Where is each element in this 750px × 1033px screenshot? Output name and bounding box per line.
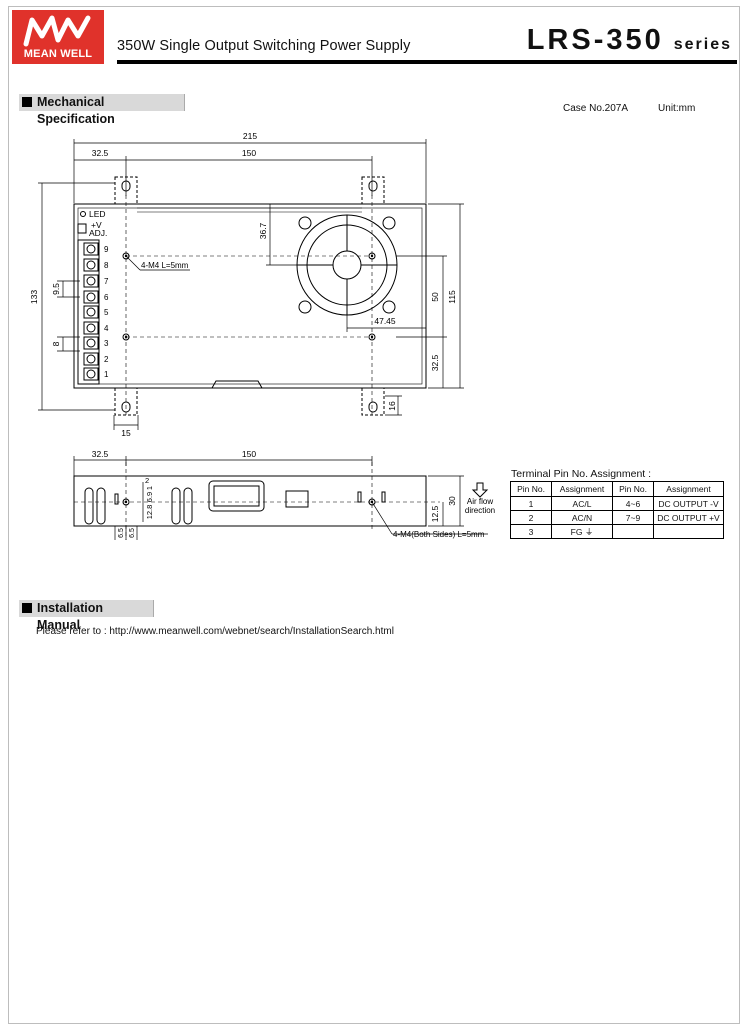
table-cell: 2 xyxy=(510,510,552,525)
case-info: Case No.207A Unit:mm xyxy=(563,103,725,114)
table-cell: AC/L xyxy=(551,496,613,511)
side-dim-vent-f: 6.5 xyxy=(129,528,136,538)
table-cell: AC/N xyxy=(551,510,613,525)
terminal-5: 5 xyxy=(104,308,109,317)
top-view-screw-holes xyxy=(122,252,376,341)
pin-table-title: Terminal Pin No. Assignment : xyxy=(511,468,652,480)
dim-body-height: 115 xyxy=(447,290,457,304)
top-view-dimensions xyxy=(38,139,464,430)
terminal-7: 7 xyxy=(104,277,109,286)
side-dim-hole-spacing: 150 xyxy=(242,449,256,459)
drawing-labels: 215 32.5 150 133 115 36.7 50 32.5 47.45 … xyxy=(29,131,495,539)
table-row: 2 AC/N 7~9 DC OUTPUT +V xyxy=(510,510,724,525)
logo-mw-mark xyxy=(23,15,91,47)
table-cell xyxy=(653,524,724,539)
terminal-4: 4 xyxy=(104,324,109,333)
pin-assignment-table: Pin No. Assignment Pin No. Assignment 1 … xyxy=(510,481,724,539)
side-view-outline xyxy=(73,475,427,527)
table-cell: DC OUTPUT +V xyxy=(653,510,724,525)
side-view-dimensions xyxy=(73,456,488,540)
terminal-9: 9 xyxy=(104,245,109,254)
adj-plus-label: +V xyxy=(91,220,102,230)
table-cell: FG ⏚ xyxy=(551,524,613,539)
top-view-centerlines xyxy=(125,195,373,415)
model-title: LRS-350 series xyxy=(527,24,732,57)
side-dim-height: 30 xyxy=(447,496,457,506)
table-cell: 3 xyxy=(510,524,552,539)
logo-text: MEAN WELL xyxy=(23,48,93,60)
side-dim-left-offset: 32.5 xyxy=(92,449,109,459)
meanwell-logo: MEAN WELL xyxy=(12,10,104,64)
dim-hole-spacing: 150 xyxy=(242,148,256,158)
case-number: Case No.207A xyxy=(563,103,629,114)
side-dim-vent-b: 1 xyxy=(145,486,154,490)
top-view-outline xyxy=(73,176,427,416)
side-dim-vent-d: 12.8 xyxy=(145,505,154,520)
header-rule xyxy=(117,60,737,64)
column-header: Assignment xyxy=(551,481,613,497)
table-cell: DC OUTPUT -V xyxy=(653,496,724,511)
dim-tab-width: 15 xyxy=(121,428,131,438)
adj-label: ADJ. xyxy=(89,228,107,238)
terminal-3: 3 xyxy=(104,339,109,348)
table-header-row: Pin No. Assignment Pin No. Assignment xyxy=(510,481,724,497)
installation-manual-heading: Installation Manual xyxy=(19,600,154,632)
terminal-6: 6 xyxy=(104,293,109,302)
dim-terminal-gap: 8 xyxy=(51,341,61,346)
model-number: LRS-350 xyxy=(526,24,664,56)
dim-inner-height: 50 xyxy=(430,292,440,302)
airflow-arrow-icon xyxy=(471,482,489,498)
dim-height: 133 xyxy=(29,290,39,304)
unit-label: Unit:mm xyxy=(658,103,696,114)
section-bullet-icon xyxy=(22,97,32,107)
table-row: 3 FG ⏚ xyxy=(510,524,724,539)
terminal-1: 1 xyxy=(104,370,109,379)
dim-fan-offset: 36.7 xyxy=(258,222,268,239)
side-dim-vent-a: 2 xyxy=(145,476,149,485)
dim-left-offset: 32.5 xyxy=(92,148,109,158)
table-cell: 7~9 xyxy=(612,510,654,525)
installation-refer-link[interactable]: Please refer to : http://www.meanwell.co… xyxy=(36,626,394,637)
side-dim-vent-c: 6.9 xyxy=(145,492,154,502)
dim-bottom-offset: 32.5 xyxy=(430,354,440,371)
led-label: LED xyxy=(89,209,106,219)
side-screw-note: 4-M4(Both Sides) L=5mm xyxy=(393,530,485,539)
model-suffix: series xyxy=(673,36,732,53)
mechanical-spec-title: Mechanical Specification xyxy=(37,95,115,126)
table-cell: 1 xyxy=(510,496,552,511)
mechanical-spec-heading: Mechanical Specification xyxy=(19,94,185,126)
top-screw-note: 4-M4 L=5mm xyxy=(141,261,189,270)
terminal-block xyxy=(77,211,100,385)
page-frame xyxy=(8,6,740,1024)
drawing-fills xyxy=(124,254,374,504)
dim-overall-width: 215 xyxy=(243,131,257,141)
table-row: 1 AC/L 4~6 DC OUTPUT -V xyxy=(510,496,724,511)
terminal-2: 2 xyxy=(104,355,109,364)
table-cell xyxy=(612,524,654,539)
section-bullet-icon xyxy=(22,603,32,613)
dim-fan-to-edge: 47.45 xyxy=(374,316,396,326)
airflow-label-line1: Air flow xyxy=(467,497,493,506)
dim-tab-height: 16 xyxy=(387,401,397,411)
dim-terminal-pitch: 9.5 xyxy=(51,283,61,295)
side-dim-vent-e: 6.5 xyxy=(118,528,125,538)
installation-manual-title: Installation Manual xyxy=(37,601,103,632)
column-header: Pin No. xyxy=(612,481,654,497)
terminal-8: 8 xyxy=(104,261,109,270)
product-subtitle: 350W Single Output Switching Power Suppl… xyxy=(117,38,411,54)
side-dim-hole-height: 12.5 xyxy=(430,505,440,522)
table-cell: 4~6 xyxy=(612,496,654,511)
column-header: Assignment xyxy=(653,481,724,497)
column-header: Pin No. xyxy=(510,481,552,497)
airflow-label-line2: direction xyxy=(465,506,495,515)
